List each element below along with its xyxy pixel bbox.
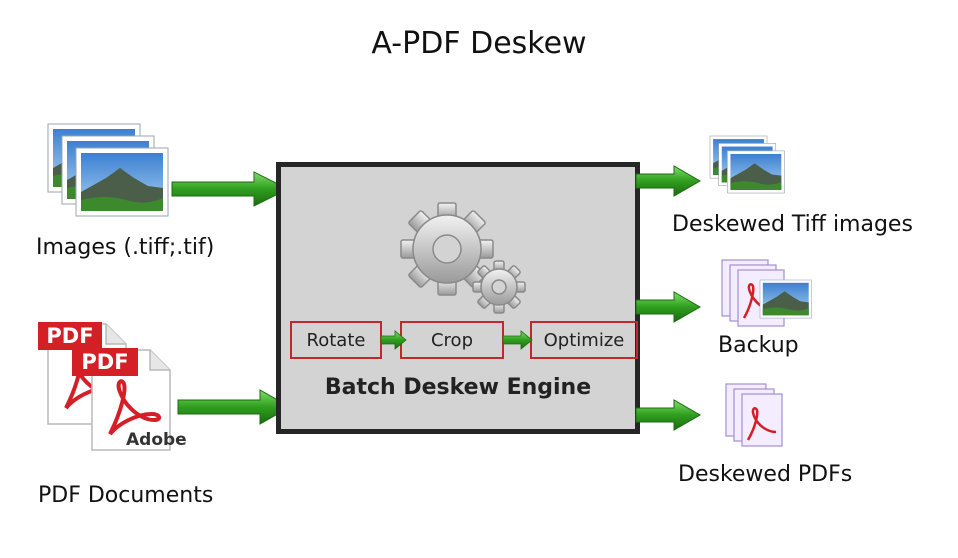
engine-label: Batch Deskew Engine <box>324 375 592 400</box>
pdfs-output-label: Deskewed PDFs <box>678 462 853 487</box>
image-files-icon <box>47 123 169 217</box>
tiff-output-label: Deskewed Tiff images <box>672 212 913 237</box>
deskewed-pdfs-icon <box>725 383 783 447</box>
arrow-engine-to-pdfs <box>635 399 702 431</box>
backup-icon <box>721 259 812 327</box>
adobe-text: Adobe <box>126 430 187 450</box>
deskewed-tiff-icon <box>709 135 785 194</box>
diagram-title: A-PDF Deskew <box>371 26 587 61</box>
step-crop: Crop <box>400 321 504 359</box>
images-input-label: Images (.tiff;.tif) <box>36 235 215 260</box>
batch-deskew-engine: Rotate Crop Optimize Batch Deskew Engine <box>276 162 640 434</box>
pdf-documents-icon: PDF PDF Adobe <box>36 318 187 468</box>
arrow-engine-to-tiff <box>635 165 702 197</box>
arrow-images-to-engine <box>171 171 290 207</box>
pdf-badge-front: PDF <box>72 348 138 376</box>
arrow-crop-to-optimize <box>502 330 533 350</box>
arrow-pdfs-to-engine <box>177 389 292 425</box>
backup-output-label: Backup <box>718 333 799 358</box>
step-rotate: Rotate <box>290 321 382 359</box>
pdf-badge-back: PDF <box>38 322 102 350</box>
arrow-rotate-to-crop <box>380 330 407 350</box>
step-optimize: Optimize <box>530 321 638 359</box>
gears-icon <box>400 202 526 314</box>
arrow-engine-to-backup <box>635 291 702 323</box>
pdf-input-label: PDF Documents <box>38 483 214 508</box>
